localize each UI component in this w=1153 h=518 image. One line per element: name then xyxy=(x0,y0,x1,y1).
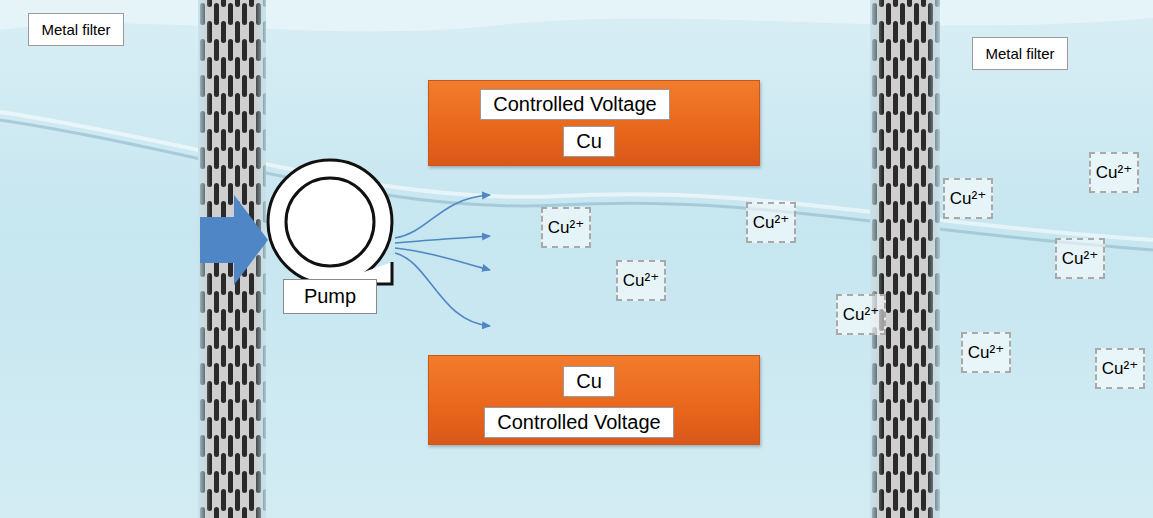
flow-arrows xyxy=(395,195,490,326)
node-text: Cu²⁺ xyxy=(1096,162,1132,183)
electrode-label: Cu xyxy=(563,126,615,157)
copper-ion: Cu²⁺ xyxy=(1095,348,1145,389)
filter-label: Metal filter xyxy=(28,13,123,46)
copper-ion: Cu²⁺ xyxy=(1055,238,1105,279)
copper-ion: Cu²⁺ xyxy=(746,202,796,243)
electrode-label: Cu xyxy=(563,366,615,397)
copper-ion: Cu²⁺ xyxy=(836,294,886,335)
node-text: Cu²⁺ xyxy=(968,342,1004,363)
wave-highlight xyxy=(0,112,1153,240)
node-text: Metal filter xyxy=(985,45,1054,62)
copper-ion: Cu²⁺ xyxy=(943,178,993,219)
node-text: Cu²⁺ xyxy=(1062,248,1098,269)
node-text: Metal filter xyxy=(41,21,110,38)
node-text: Cu²⁺ xyxy=(843,304,879,325)
metal-filter xyxy=(870,0,940,518)
node-text: Cu²⁺ xyxy=(548,217,584,238)
electrode-label: Controlled Voltage xyxy=(484,407,673,438)
node-text: Cu²⁺ xyxy=(950,188,986,209)
node-text: Cu²⁺ xyxy=(753,212,789,233)
copper-ion: Cu²⁺ xyxy=(541,207,591,248)
copper-electrode: Controlled VoltageCu xyxy=(428,80,760,166)
copper-electrode: CuControlled Voltage xyxy=(428,355,760,445)
pump-symbol xyxy=(268,160,392,284)
copper-ion: Cu²⁺ xyxy=(1089,152,1139,193)
copper-ion: Cu²⁺ xyxy=(616,260,666,301)
wave-line xyxy=(0,120,1153,250)
node-text: Cu²⁺ xyxy=(1102,358,1138,379)
filter-label: Metal filter xyxy=(972,37,1067,70)
inflow-arrow xyxy=(200,195,268,285)
node-text: Pump xyxy=(304,285,356,308)
water-surface xyxy=(0,0,1153,31)
copper-ion: Cu²⁺ xyxy=(961,332,1011,373)
electrode-label: Controlled Voltage xyxy=(480,89,669,120)
node-text: Cu²⁺ xyxy=(623,270,659,291)
pump-label: Pump xyxy=(283,279,377,314)
